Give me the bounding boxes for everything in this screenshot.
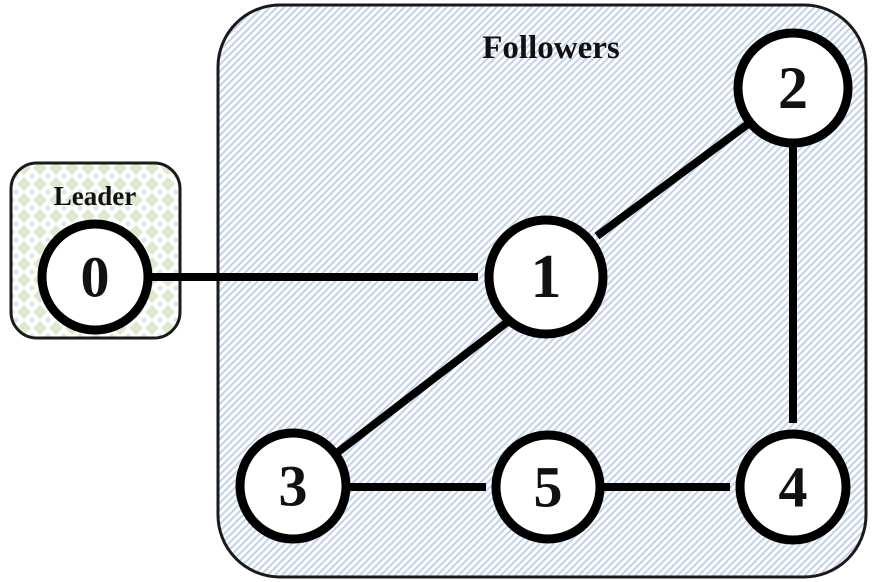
node-1-label: 1 bbox=[531, 243, 562, 311]
node-0[interactable]: 0 bbox=[37, 219, 153, 335]
node-0-label: 0 bbox=[81, 245, 110, 310]
node-4-circle[interactable] bbox=[735, 429, 851, 545]
nodes-layer: 0 1 2 3 4 5 bbox=[37, 28, 853, 545]
node-4[interactable]: 4 bbox=[735, 429, 851, 545]
edge-1-to-3 bbox=[335, 316, 513, 456]
node-5-circle[interactable] bbox=[491, 430, 605, 544]
node-0-circle[interactable] bbox=[37, 219, 153, 335]
node-1-circle[interactable] bbox=[484, 215, 608, 339]
node-1[interactable]: 1 bbox=[484, 215, 608, 339]
node-2-label: 2 bbox=[778, 55, 808, 121]
edges-layer bbox=[148, 120, 797, 491]
node-2-circle[interactable] bbox=[733, 28, 853, 148]
node-4-label: 4 bbox=[779, 455, 808, 520]
node-3[interactable]: 3 bbox=[235, 428, 351, 544]
edge-1-to-2-bidirectional bbox=[594, 120, 751, 240]
leader-group-label: Leader bbox=[54, 181, 136, 211]
node-5-label: 5 bbox=[534, 455, 563, 520]
node-3-label: 3 bbox=[279, 454, 308, 519]
node-2[interactable]: 2 bbox=[733, 28, 853, 148]
followers-group-label: Followers bbox=[482, 30, 620, 66]
node-3-circle[interactable] bbox=[235, 428, 351, 544]
node-5[interactable]: 5 bbox=[491, 430, 605, 544]
